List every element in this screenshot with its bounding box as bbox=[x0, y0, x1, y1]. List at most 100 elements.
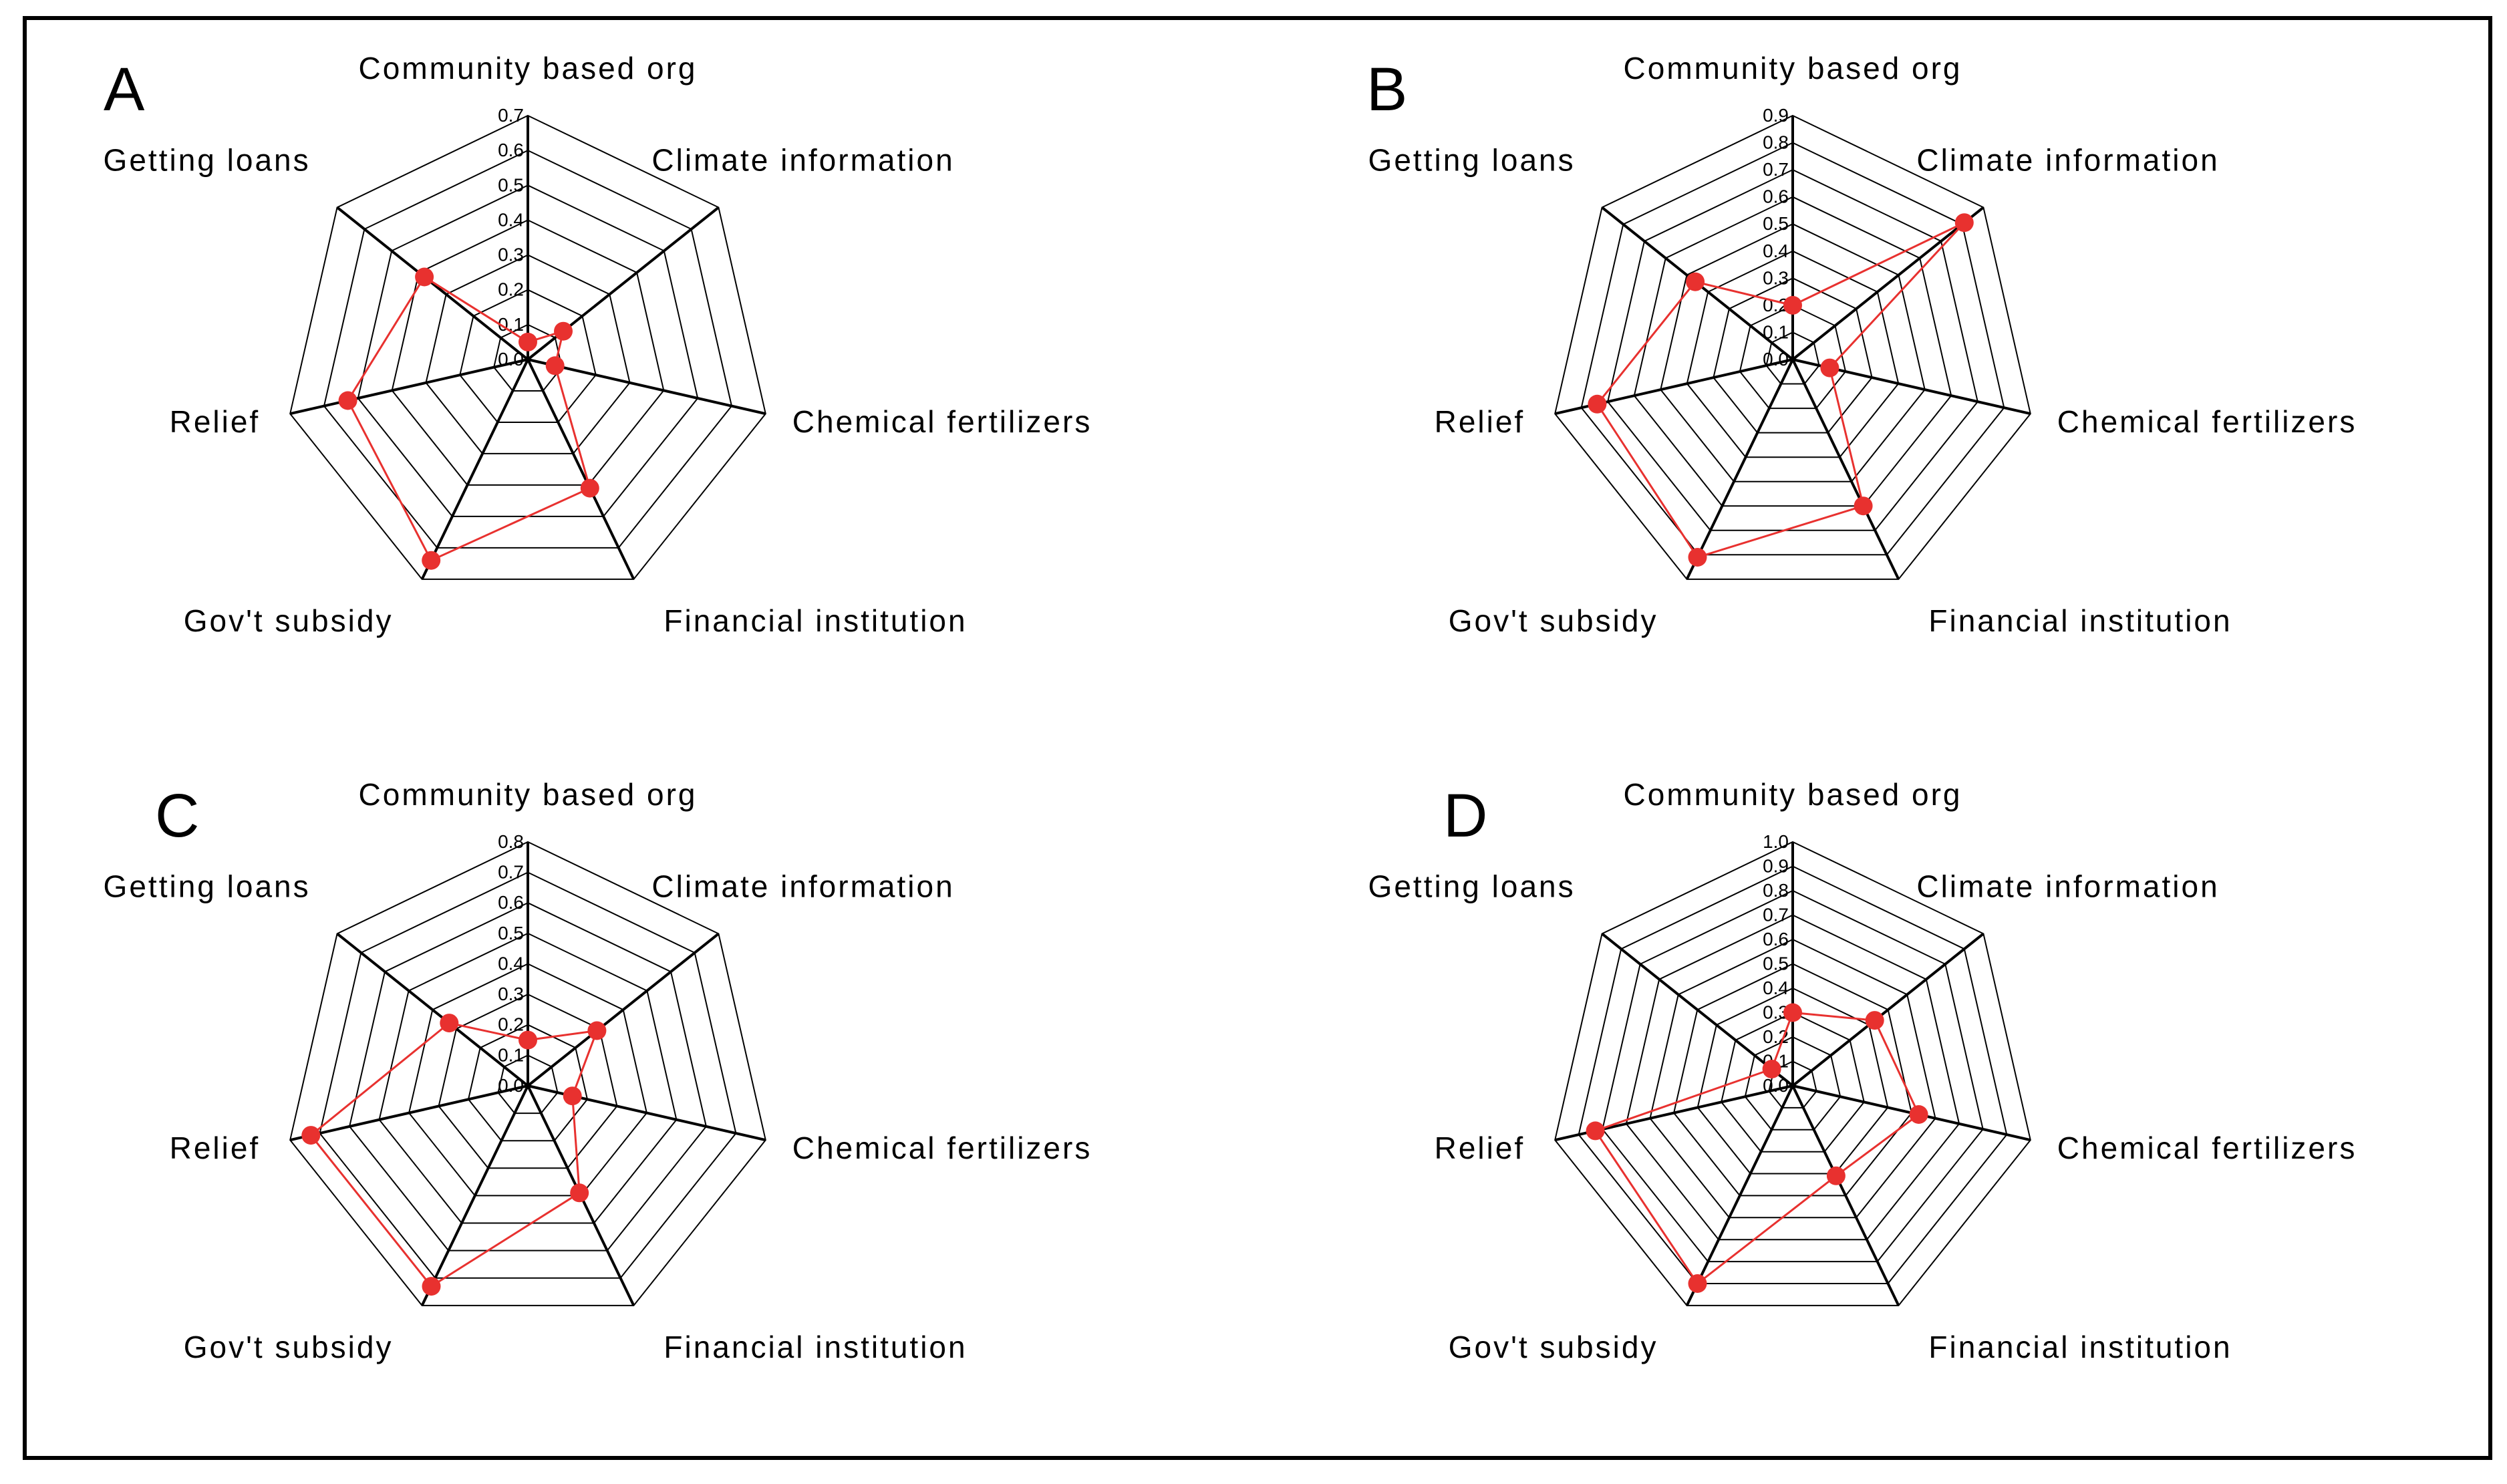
data-point-getting-loans bbox=[1762, 1060, 1781, 1078]
grid-ring bbox=[467, 1024, 589, 1142]
tick-label: 0.9 bbox=[1763, 856, 1789, 877]
tick-label: 0.0 bbox=[1763, 349, 1789, 369]
spoke-climate-information bbox=[1791, 206, 1984, 361]
series-line bbox=[1594, 1011, 1920, 1286]
tick-label: 0.7 bbox=[498, 105, 524, 126]
tick-label: 0.3 bbox=[1763, 267, 1789, 288]
data-point-relief bbox=[301, 1126, 321, 1145]
axis-label-financial-institution: Financial institution bbox=[1928, 603, 2232, 638]
grid-ring bbox=[425, 254, 631, 454]
tick-label: 0.3 bbox=[498, 984, 524, 1004]
axis-label-financial-institution: Financial institution bbox=[663, 1330, 967, 1364]
grid-ring bbox=[349, 902, 707, 1251]
grid-ring bbox=[1554, 114, 2031, 580]
axis-label-climate-information: Climate information bbox=[651, 142, 954, 177]
tick-label: 0.8 bbox=[1763, 880, 1789, 901]
tick-label: 0.1 bbox=[498, 1044, 524, 1065]
grid-ring bbox=[1744, 1036, 1841, 1131]
data-point-financial-institution bbox=[1854, 496, 1873, 516]
spoke-getting-loans bbox=[336, 932, 529, 1087]
data-point-chemical-fertilizers bbox=[545, 356, 565, 376]
axis-label-relief: Relief bbox=[1435, 1131, 1525, 1165]
grid-ring bbox=[289, 841, 766, 1306]
data-point-community-based-org bbox=[1783, 1003, 1802, 1022]
data-point-chemical-fertilizers bbox=[563, 1086, 582, 1106]
tick-label: 0.9 bbox=[1763, 105, 1789, 126]
data-point-financial-institution bbox=[580, 478, 599, 498]
panel-letter: D bbox=[1443, 782, 1487, 850]
tick-label: 0.6 bbox=[498, 140, 524, 160]
grid-ring bbox=[497, 1054, 559, 1115]
grid-ring bbox=[1602, 889, 1984, 1263]
tick-label: 0.6 bbox=[1763, 186, 1789, 207]
axis-label-getting-loans: Getting loans bbox=[1368, 869, 1576, 903]
grid-ring bbox=[1686, 250, 1900, 458]
axis-label-gov-t-subsidy: Gov't subsidy bbox=[1449, 603, 1658, 638]
grid-ring bbox=[378, 932, 678, 1224]
tick-label: 0.2 bbox=[498, 279, 524, 300]
grid-ring bbox=[438, 993, 618, 1169]
spoke-getting-loans bbox=[336, 206, 529, 361]
axis-label-getting-loans: Getting loans bbox=[1368, 142, 1576, 177]
spoke-chemical-fertilizers bbox=[527, 358, 766, 416]
axis-label-community-based-org: Community based org bbox=[1624, 777, 1962, 812]
axis-label-relief: Relief bbox=[1435, 404, 1525, 439]
axis-label-community-based-org: Community based org bbox=[359, 51, 698, 86]
grid-ring bbox=[1697, 987, 1889, 1175]
axis-label-gov-t-subsidy: Gov't subsidy bbox=[184, 603, 394, 638]
data-point-financial-institution bbox=[1826, 1166, 1846, 1185]
panel-letter: C bbox=[155, 782, 199, 850]
data-point-getting-loans bbox=[415, 267, 434, 287]
data-point-getting-loans bbox=[440, 1014, 459, 1033]
data-point-climate-information bbox=[1865, 1011, 1884, 1030]
grid-ring bbox=[1721, 1012, 1865, 1153]
axis-label-chemical-fertilizers: Chemical fertilizers bbox=[2057, 404, 2357, 439]
data-point-getting-loans bbox=[1686, 272, 1705, 291]
axis-label-chemical-fertilizers: Chemical fertilizers bbox=[792, 1131, 1092, 1165]
spoke-gov-t-subsidy bbox=[1685, 359, 1794, 580]
spoke-financial-institution bbox=[1791, 1085, 1900, 1306]
series-line bbox=[309, 1022, 599, 1288]
radar-panel-b: B 0.00.10.20.30.40.50.60.70.80.9Communit… bbox=[1366, 51, 2357, 638]
data-point-community-based-org bbox=[519, 332, 537, 351]
tick-label: 0.8 bbox=[498, 831, 524, 852]
tick-label: 0.7 bbox=[1763, 159, 1789, 180]
tick-label: 0.4 bbox=[498, 209, 524, 230]
tick-label: 0.1 bbox=[1763, 321, 1789, 342]
radar-panel-d: D 0.00.10.20.30.40.50.60.70.80.91.0Commu… bbox=[1368, 777, 2357, 1364]
data-point-community-based-org bbox=[1783, 295, 1802, 315]
spoke-financial-institution bbox=[1791, 359, 1900, 580]
data-point-climate-information bbox=[554, 321, 573, 341]
axis-label-chemical-fertilizers: Chemical fertilizers bbox=[2057, 1131, 2357, 1165]
axis-label-gov-t-subsidy: Gov't subsidy bbox=[184, 1330, 394, 1364]
grid-ring bbox=[1578, 865, 2008, 1284]
panel-letter: B bbox=[1366, 55, 1407, 124]
tick-label: 0.8 bbox=[1763, 132, 1789, 153]
spoke-climate-information bbox=[1791, 932, 1984, 1087]
axis-label-financial-institution: Financial institution bbox=[1928, 1330, 2232, 1364]
grid-ring bbox=[1554, 841, 2031, 1306]
grid-ring bbox=[1739, 304, 1847, 410]
tick-label: 0.3 bbox=[498, 245, 524, 265]
axis-label-financial-institution: Financial institution bbox=[663, 603, 967, 638]
tick-label: 0.4 bbox=[498, 953, 524, 974]
grid-ring bbox=[1660, 223, 1926, 482]
spoke-getting-loans bbox=[1601, 932, 1794, 1087]
spoke-gov-t-subsidy bbox=[420, 1085, 529, 1306]
tick-label: 0.6 bbox=[1763, 929, 1789, 949]
axis-label-climate-information: Climate information bbox=[1916, 869, 2219, 903]
tick-label: 0.5 bbox=[498, 923, 524, 943]
data-point-relief bbox=[1586, 1121, 1605, 1141]
tick-label: 0.4 bbox=[1763, 978, 1789, 998]
axis-label-gov-t-subsidy: Gov't subsidy bbox=[1449, 1330, 1658, 1364]
data-point-relief bbox=[1588, 394, 1607, 414]
series-line bbox=[1596, 221, 1965, 559]
tick-label: 0.7 bbox=[498, 862, 524, 883]
spoke-relief bbox=[289, 358, 529, 416]
data-point-gov-t-subsidy bbox=[1688, 1274, 1707, 1293]
grid-ring bbox=[1625, 914, 1960, 1241]
axis-label-community-based-org: Community based org bbox=[359, 777, 698, 812]
